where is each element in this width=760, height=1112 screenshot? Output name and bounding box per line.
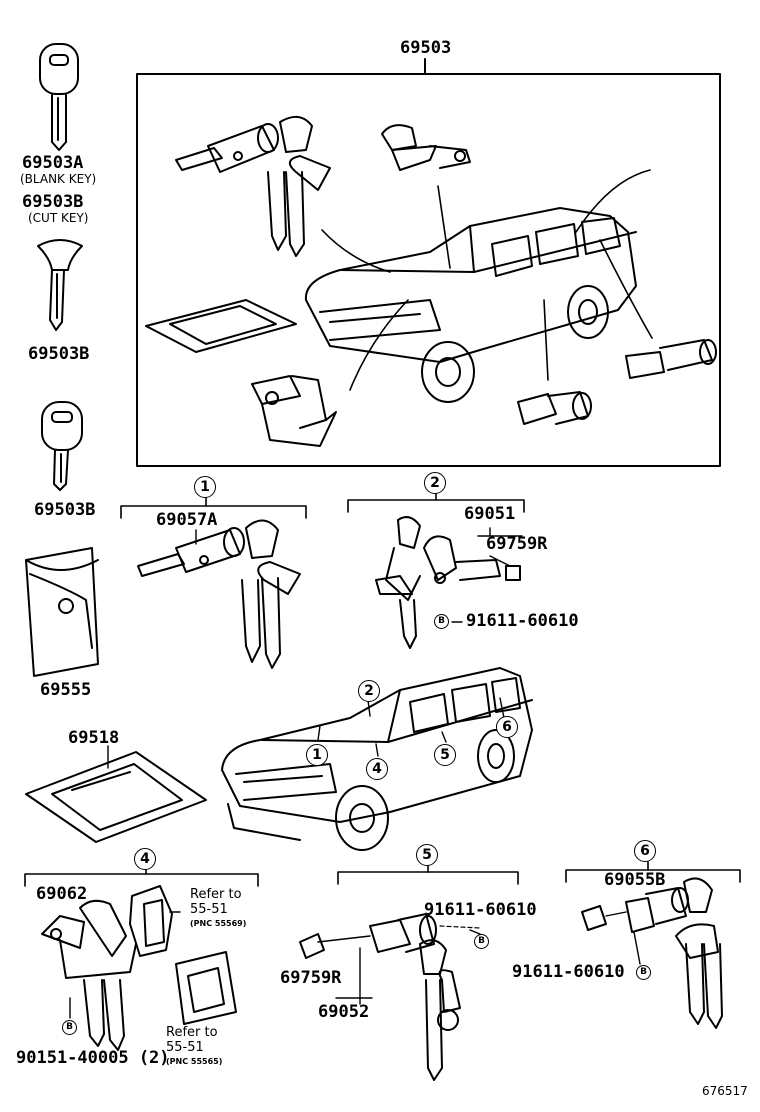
vehicle-marker-6: 6 [496, 716, 518, 738]
vehicle-marker-1: 1 [306, 744, 328, 766]
vehicle-marker-4: 4 [366, 758, 388, 780]
steering-lock-assembly [251, 375, 337, 447]
g4-ref1-line2: 55-51 [190, 902, 228, 917]
g5-part-cylinder: 69759R [280, 968, 342, 988]
vehicle-main [304, 207, 637, 403]
main-leaders [321, 169, 653, 391]
group-1-marker: 1 [194, 476, 216, 498]
cut-key-note: (CUT KEY) [28, 211, 89, 225]
g4-bracket [24, 873, 259, 887]
assembly-frame [136, 73, 721, 467]
group-2-marker: 2 [424, 472, 446, 494]
g4-steering-lock-drawing [41, 899, 137, 1051]
g4-ref2-line2: 55-51 [166, 1040, 204, 1055]
cut-key-part-number: 69503B [22, 192, 84, 212]
g4-ref1-line3: (PNC 55569) [190, 919, 247, 928]
g2-lock-drawing [375, 516, 521, 649]
g6-bolt-symbol: B [636, 965, 651, 980]
g1-bracket [120, 505, 307, 519]
g2-part-cylinder: 69759R [486, 534, 548, 554]
figure-id: 676517 [702, 1084, 748, 1098]
g5-bracket [337, 871, 519, 885]
g4-cover-drawing [129, 885, 173, 957]
key-plate-drawing [25, 751, 207, 843]
g4-part-bolt: 90151-40005 (2) [16, 1048, 170, 1068]
key2-part-number: 69503B [28, 344, 90, 364]
group-4-marker: 4 [134, 848, 156, 870]
g5-part-screw: 91611-60610 [424, 900, 537, 920]
g6-part-back-door-lock: 69055B [604, 870, 666, 890]
door-cylinder-right-main [625, 339, 717, 379]
key-69503b-drawing [41, 401, 83, 491]
g5-door-cylinder-drawing [299, 913, 461, 1081]
g6-leaders [605, 911, 641, 965]
blank-key-note: (BLANK KEY) [20, 172, 97, 186]
group-5-marker: 5 [416, 844, 438, 866]
blank-key-drawing [39, 43, 79, 151]
glove-box-lock [381, 124, 471, 171]
g5-leaders [317, 929, 481, 1005]
g6-bracket [565, 869, 741, 883]
key-case-part-number: 69555 [40, 680, 92, 700]
g5-part-door-lock: 69052 [318, 1002, 370, 1022]
ignition-cylinder-assembly [175, 115, 331, 257]
key-plate-main [145, 299, 297, 353]
g4-leaders [69, 911, 181, 1019]
g6-back-door-drawing [581, 877, 723, 1029]
g4-ref2-line1: Refer to [166, 1025, 218, 1040]
g5-dashed [439, 925, 481, 929]
blank-key-part-number: 69503A [22, 153, 84, 173]
g1-part-ignition: 69057A [156, 510, 218, 530]
door-cylinder-left-main [517, 391, 592, 425]
g2-part-lock: 69051 [464, 504, 516, 524]
group-6-marker: 6 [634, 840, 656, 862]
g5-bolt-symbol: B [474, 934, 489, 949]
g4-plate-drawing [175, 951, 237, 1025]
g4-bolt-symbol: B [62, 1020, 77, 1035]
g4-ref2-line3: (PNC 55565) [166, 1057, 223, 1066]
g4-ref1-line1: Refer to [190, 887, 242, 902]
vehicle-marker-2: 2 [358, 680, 380, 702]
key-plate-part-number: 69518 [68, 728, 120, 748]
assembly-part-number: 69503 [400, 38, 452, 58]
cut-key-drawing [37, 239, 83, 331]
g2-part-screw: 91611-60610 [466, 611, 579, 631]
g6-part-screw: 91611-60610 [512, 962, 625, 982]
key3-part-number: 69503B [34, 500, 96, 520]
g4-part-steering-lock: 69062 [36, 884, 88, 904]
g2-part-leaders [451, 527, 523, 623]
vehicle-marker-5: 5 [434, 744, 456, 766]
g1-ignition-drawing [137, 519, 301, 669]
g2-bolt-symbol: B [434, 614, 449, 629]
key-case-drawing [25, 547, 99, 677]
vehicle-marker-leaders [317, 697, 505, 757]
